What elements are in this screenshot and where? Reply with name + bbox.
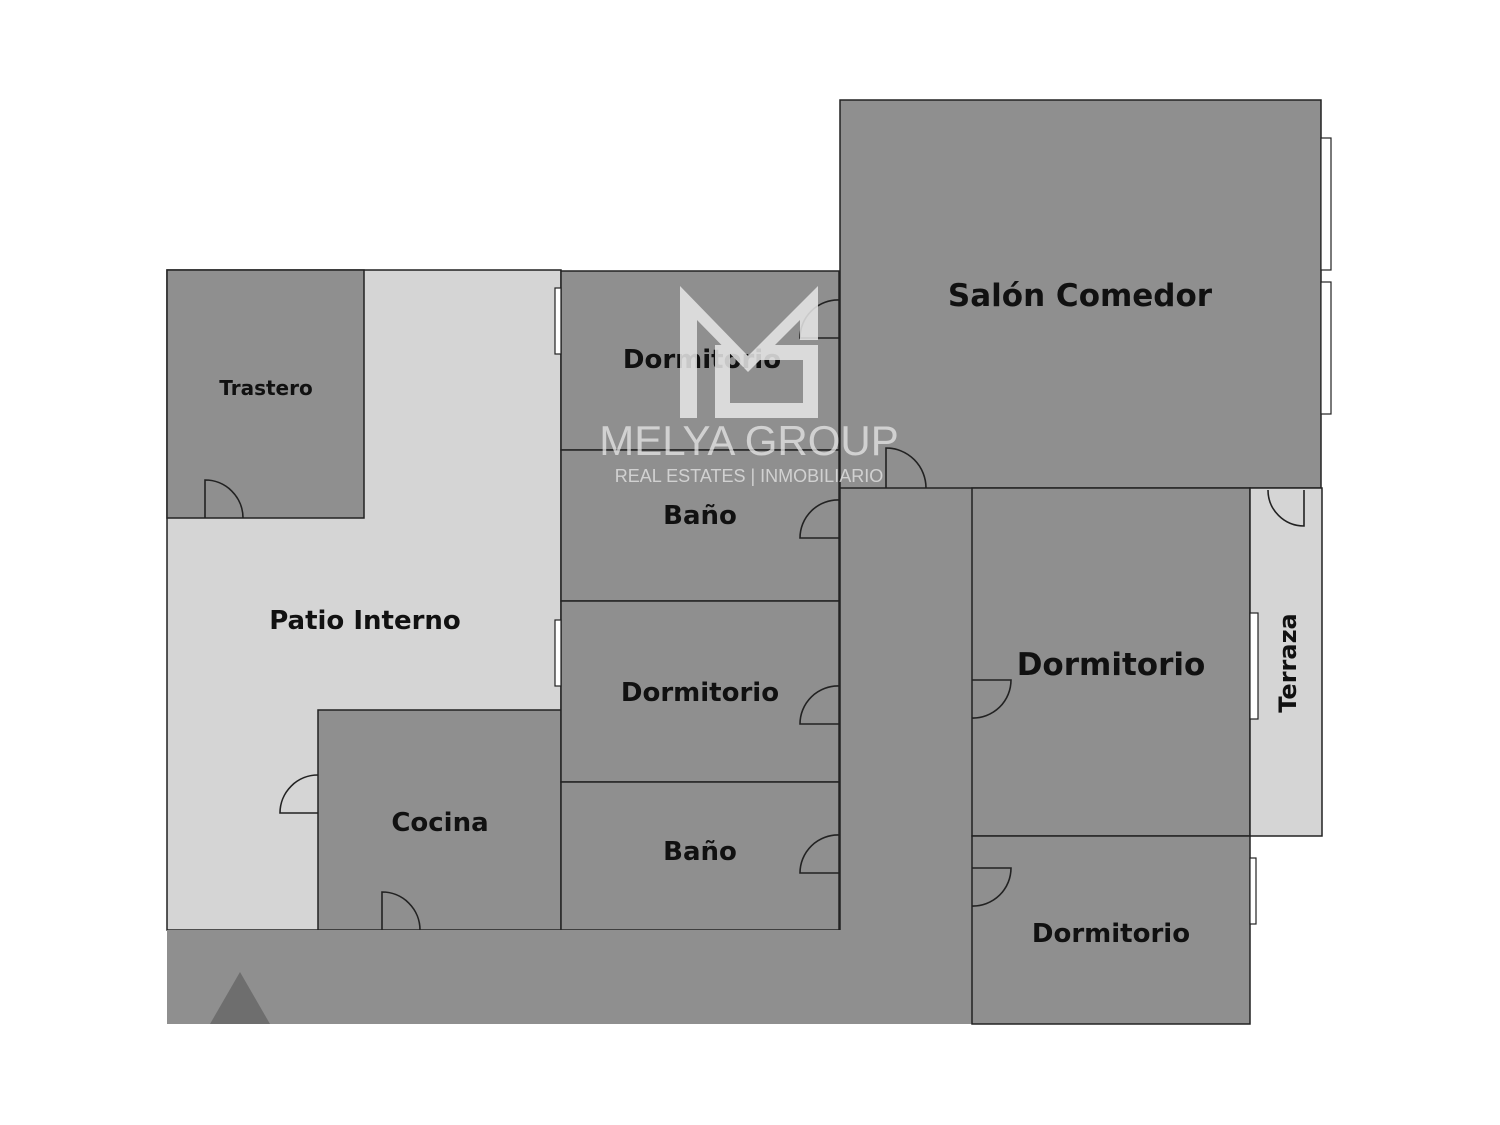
logo-mark-icon: [680, 286, 818, 418]
entrance-marker-icon: [210, 972, 270, 1024]
window-icon: [1249, 612, 1259, 720]
logo-mark-icon: [715, 345, 818, 418]
dormitorio-1: [560, 270, 840, 451]
label-salon-comedor: Salón Comedor: [948, 278, 1213, 314]
pasillo: [167, 488, 972, 1024]
label-trastero: Trastero: [219, 376, 312, 400]
label-bano-2: Baño: [663, 837, 737, 867]
window-icon: [554, 619, 562, 687]
label-dormitorio-3: Dormitorio: [1017, 647, 1206, 683]
door-icon: [204, 479, 244, 519]
melya-group-watermark: MELYA GROUP REAL ESTATES | INMOBILIARIO: [599, 286, 899, 486]
window-icon: [1249, 857, 1257, 925]
label-cocina: Cocina: [391, 808, 488, 838]
salon-comedor: [839, 99, 1322, 489]
door-icon: [885, 447, 927, 489]
bano-1: [560, 449, 840, 602]
door-icon: [799, 499, 840, 539]
label-dormitorio-2: Dormitorio: [621, 678, 779, 708]
door-icon: [799, 685, 840, 725]
watermark-tagline: REAL ESTATES | INMOBILIARIO: [615, 466, 883, 486]
window-icons: [554, 137, 1332, 925]
label-terraza: Terraza: [1274, 613, 1302, 713]
label-patio-interno: Patio Interno: [269, 606, 461, 636]
cocina: [317, 709, 562, 931]
door-icon: [1267, 489, 1305, 527]
dormitorio-3: [971, 487, 1251, 837]
window-icon: [1320, 281, 1332, 415]
terraza: [1249, 487, 1323, 837]
door-icon: [799, 834, 840, 874]
door-icon: [971, 679, 1012, 719]
door-icon: [381, 891, 421, 931]
window-icon: [1320, 137, 1332, 271]
dormitorio-2: [560, 600, 840, 783]
watermark-brand: MELYA GROUP: [599, 417, 899, 464]
trastero: [166, 269, 365, 519]
label-bano-1: Baño: [663, 501, 737, 531]
dormitorio-4: [971, 835, 1251, 1025]
door-icon: [279, 774, 319, 814]
window-icon: [554, 287, 562, 355]
door-icon: [971, 867, 1012, 907]
label-dormitorio-4: Dormitorio: [1032, 919, 1190, 949]
